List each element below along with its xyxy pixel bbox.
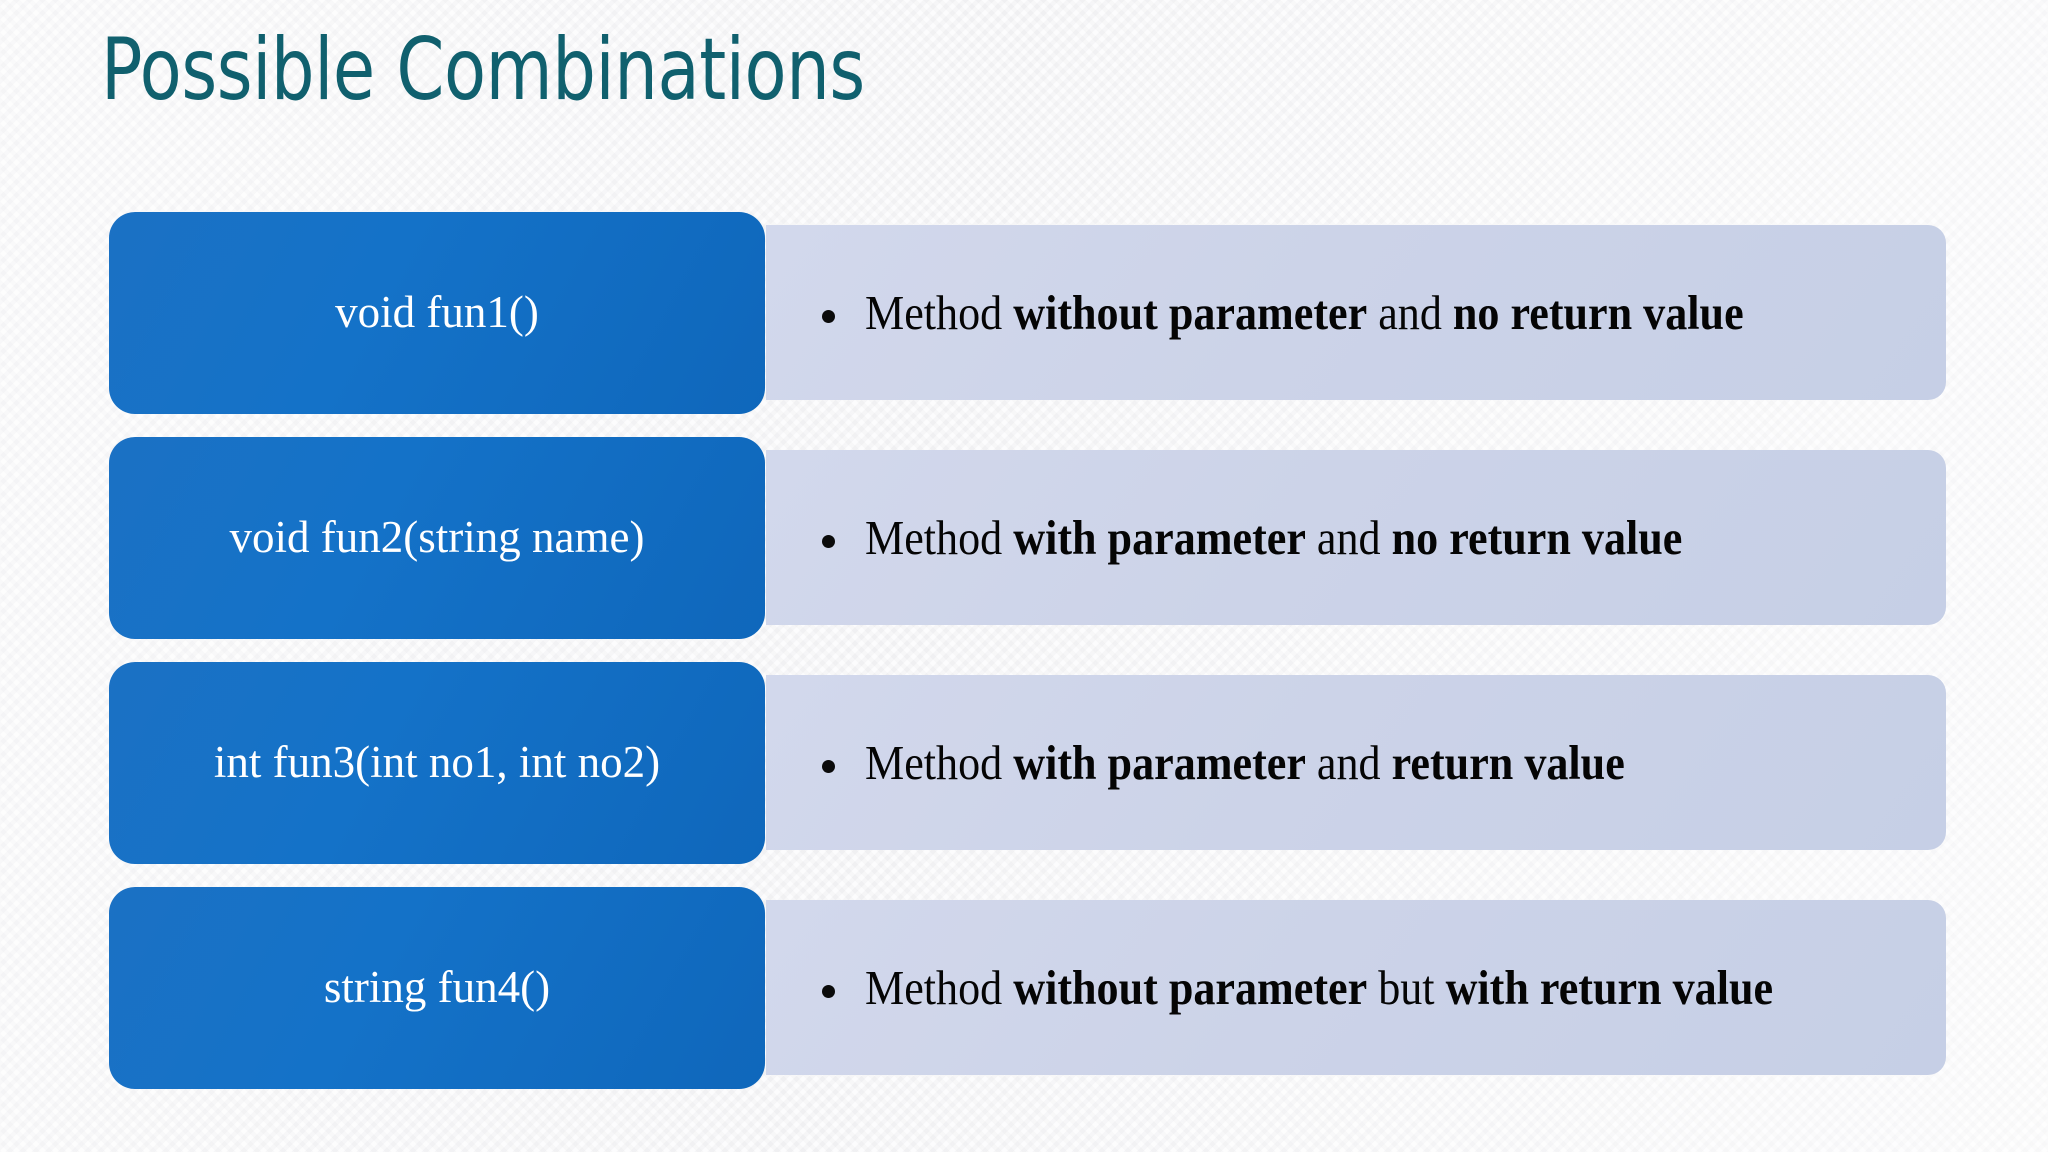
function-signature-label-4: string fun4() <box>323 962 551 1013</box>
function-signature-label-2: void fun2(string name) <box>229 512 645 563</box>
function-signature-box-2[interactable]: void fun2(string name) <box>109 437 765 639</box>
description-text-2: Method with parameter and no return valu… <box>865 509 1683 565</box>
description-panel-2[interactable]: Method with parameter and no return valu… <box>766 450 1946 625</box>
description-inner-1: Method without parameter and no return v… <box>766 284 1946 342</box>
description-inner-4: Method without parameter but with return… <box>766 959 1946 1017</box>
page-title: Possible Combinations <box>101 20 865 120</box>
function-signature-box-3[interactable]: int fun3(int no1, int no2) <box>109 662 765 864</box>
description-panel-1[interactable]: Method without parameter and no return v… <box>766 225 1946 400</box>
function-signature-label-1: void fun1() <box>335 287 539 338</box>
description-text-3: Method with parameter and return value <box>865 734 1625 790</box>
description-panel-3[interactable]: Method with parameter and return value <box>766 675 1946 850</box>
description-text-1: Method without parameter and no return v… <box>865 284 1744 340</box>
bullet-point-icon <box>822 309 835 323</box>
function-signature-box-1[interactable]: void fun1() <box>109 212 765 414</box>
bullet-point-icon <box>822 759 835 773</box>
description-text-4: Method without parameter but with return… <box>865 959 1774 1015</box>
description-panel-4[interactable]: Method without parameter but with return… <box>766 900 1946 1075</box>
description-inner-2: Method with parameter and no return valu… <box>766 509 1946 567</box>
description-inner-3: Method with parameter and return value <box>766 734 1946 792</box>
bullet-point-icon <box>822 534 835 548</box>
function-signature-box-4[interactable]: string fun4() <box>109 887 765 1089</box>
bullet-point-icon <box>822 984 835 998</box>
function-signature-label-3: int fun3(int no1, int no2) <box>213 737 661 788</box>
